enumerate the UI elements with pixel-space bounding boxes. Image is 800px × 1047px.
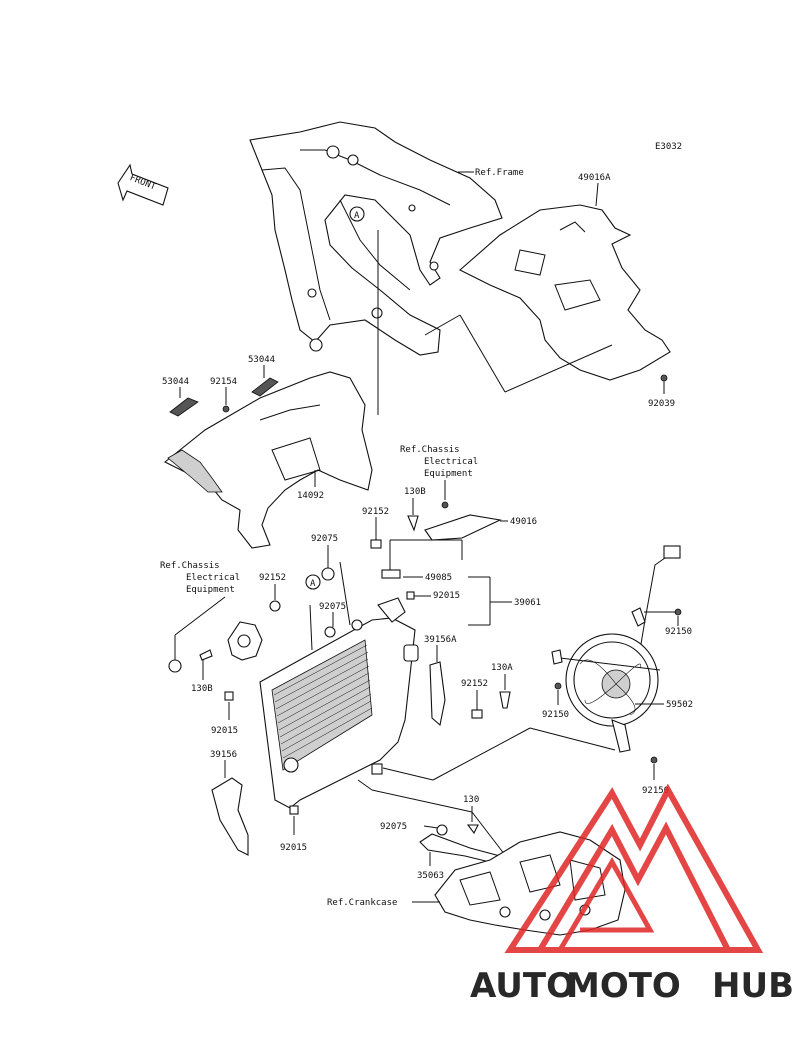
duct-39156: 92015 39156 92015 (210, 691, 307, 856)
duct-39156a: 39156A (403, 635, 457, 727)
hose-and-crankcase: 130 92075 35063 Ref.Crankcase (327, 779, 626, 936)
radiator-cap-group: 49085 92015 39061 (381, 539, 541, 626)
part-49016: 49016 (510, 517, 537, 527)
marker-a-left: A (310, 579, 316, 589)
part-92150-bottom: 92150 (642, 786, 669, 796)
ref-chassis-left-1: Ref.Chassis (160, 561, 220, 571)
part-130: 130 (463, 795, 479, 805)
ref-chassis-right-2: Electrical (424, 457, 478, 467)
part-35063: 35063 (417, 871, 444, 881)
part-39061: 39061 (514, 598, 541, 608)
part-92015-top: 92015 (433, 591, 460, 601)
part-49085: 49085 (425, 573, 452, 583)
bolt-130a-group: 130A 92152 (461, 663, 513, 719)
part-39156a: 39156A (424, 635, 457, 645)
ref-chassis-left-3: Equipment (186, 585, 235, 595)
part-92150-mid: 92150 (542, 710, 569, 720)
part-92015-left: 92015 (211, 726, 238, 736)
part-53044-right: 53044 (248, 355, 275, 365)
part-92075-mid: 92075 (319, 602, 346, 612)
part-92015-bottom: 92015 (280, 843, 307, 853)
watermark-text-auto: AUTO (470, 966, 575, 1006)
watermark-text-moto: MOTO (566, 966, 681, 1006)
ref-chassis-right-3: Equipment (424, 469, 473, 479)
part-92154: 92154 (210, 377, 237, 387)
part-14092: 14092 (297, 491, 324, 501)
part-53044-left: 53044 (162, 377, 189, 387)
radiator-39061: 92075 (259, 597, 416, 809)
part-130a: 130A (491, 663, 513, 673)
frame-drawing: Ref.Frame A (249, 121, 524, 356)
cover-14092: 53044 92154 53044 14092 (162, 230, 379, 549)
part-92152-top: 92152 (362, 507, 389, 517)
front-arrow: FRONT (117, 163, 169, 206)
chassis-ref-right: Ref.Chassis Electrical Equipment 130B 92… (362, 445, 537, 549)
ref-chassis-right-1: Ref.Chassis (400, 445, 460, 455)
chassis-ref-left: Ref.Chassis Electrical Equipment 92152 1… (160, 561, 286, 694)
ref-chassis-left-2: Electrical (186, 573, 240, 583)
watermark-text: AUTO MOTO HUB (470, 966, 794, 1006)
automotohub-watermark (504, 783, 764, 953)
part-92075-bottom: 92075 (380, 822, 407, 832)
watermark-text-hub: HUB (712, 966, 794, 1006)
part-49016a: 49016A (578, 173, 611, 183)
part-92075-top: 92075 (311, 534, 338, 544)
marker-a-top: A (354, 211, 360, 221)
part-92152-right: 92152 (461, 679, 488, 689)
part-130b-left: 130B (191, 684, 213, 694)
part-92152-left: 92152 (259, 573, 286, 583)
part-59502: 59502 (666, 700, 693, 710)
ref-frame-label: Ref.Frame (475, 168, 524, 178)
part-92150-top: 92150 (665, 627, 692, 637)
part-92039: 92039 (648, 399, 675, 409)
heat-shield-49016a: 49016A 92039 (424, 173, 675, 409)
fan-59502: 92150 92150 59502 92150 (382, 545, 693, 796)
grommets-left: 92075 A (305, 534, 351, 626)
part-39156: 39156 (210, 750, 237, 760)
diagram-code: E3032 (655, 142, 682, 152)
watermark-logo-icon (504, 783, 764, 953)
ref-crankcase-label: Ref.Crankcase (327, 898, 397, 908)
part-130b-top: 130B (404, 487, 426, 497)
